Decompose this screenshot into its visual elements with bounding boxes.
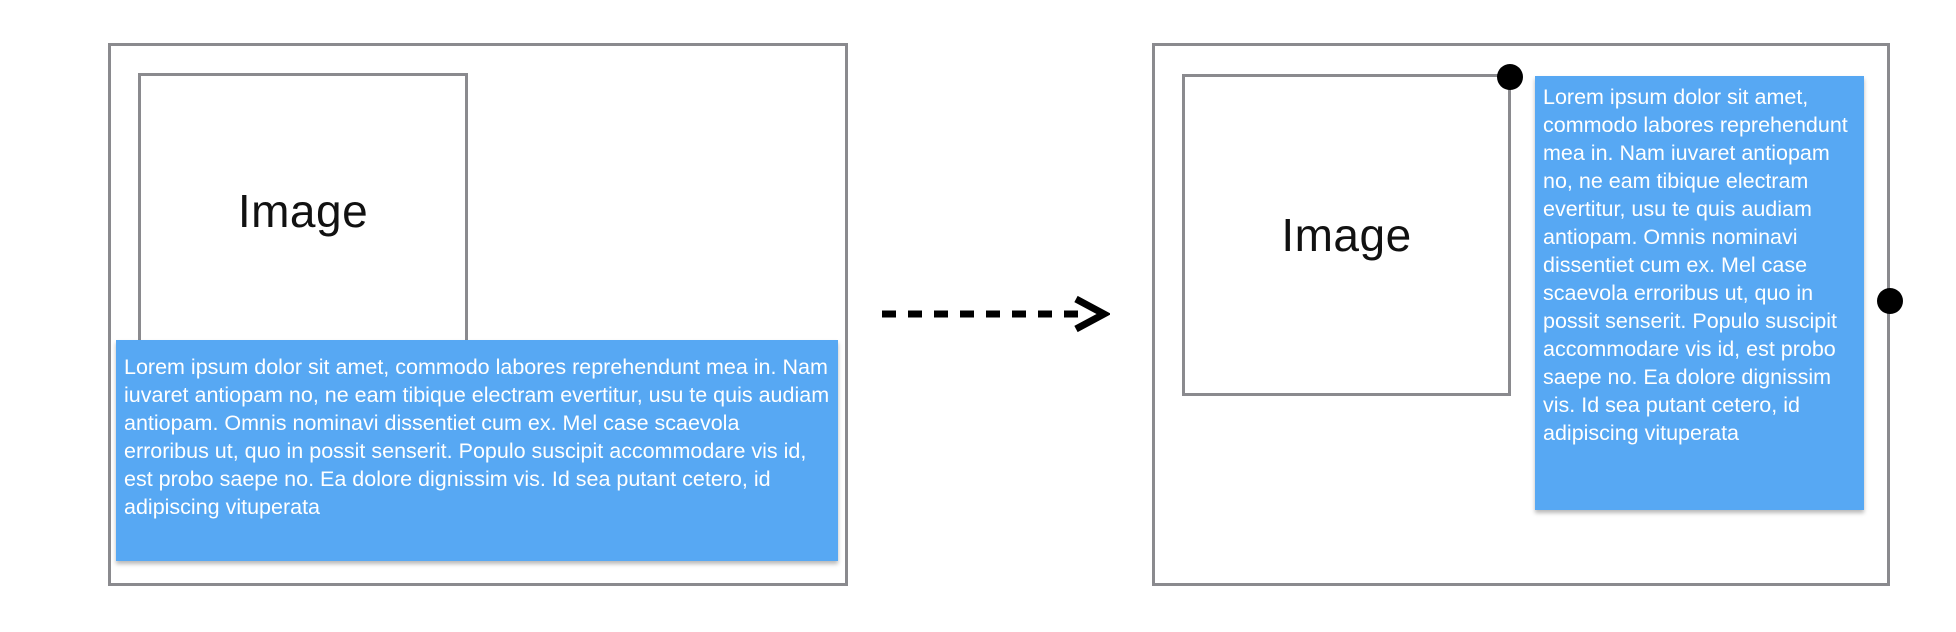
left-text-content: Lorem ipsum dolor sit amet, commodo labo… [124,355,830,519]
left-text-block: Lorem ipsum dolor sit amet, commodo labo… [116,340,838,561]
resize-handle-icon[interactable] [1877,288,1903,314]
right-text-block[interactable]: Lorem ipsum dolor sit amet, commodo labo… [1535,76,1864,510]
dashed-right-arrow-icon [882,295,1110,333]
right-image-placeholder: Image [1182,74,1511,396]
right-text-content: Lorem ipsum dolor sit amet, commodo labo… [1543,85,1848,445]
left-image-placeholder: Image [138,73,468,349]
right-image-label: Image [1281,209,1412,261]
resize-handle-icon[interactable] [1497,64,1523,90]
left-image-label: Image [237,185,369,237]
